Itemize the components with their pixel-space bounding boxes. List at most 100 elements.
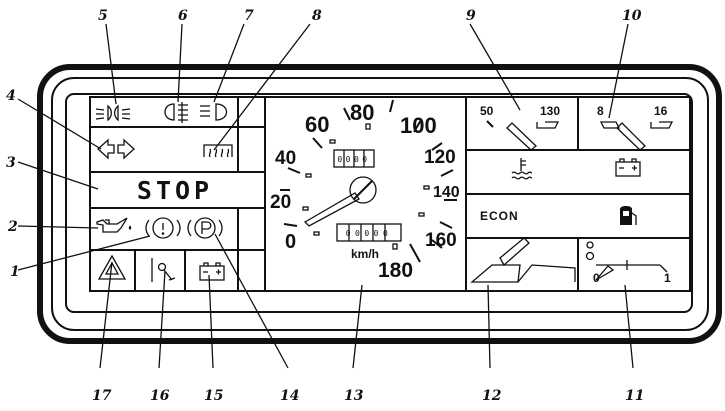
speedometer: 0 20 40 60 80 100 120 140 160 180 0000 0…: [270, 97, 467, 291]
speed-label-140: 140: [433, 184, 460, 201]
callout-3: 3: [6, 155, 16, 171]
speed-minor-tick-3: [329, 139, 336, 144]
speed-tick-90: [389, 99, 394, 113]
right-gauge-block: 50 130 8 16 ECON: [466, 97, 690, 291]
speed-minor-tick-4: [365, 123, 371, 130]
temp-gauge-max-mark: [536, 121, 560, 129]
speed-minor-tick-2: [305, 173, 312, 178]
speed-minor-tick-1: [302, 206, 309, 211]
left-warning-block: STOP: [90, 97, 266, 291]
oil-pressure-icon: [96, 217, 132, 233]
speed-tick-50: [312, 137, 323, 149]
speed-label-80: 80: [350, 100, 374, 125]
parking-brake-icon: [187, 217, 223, 239]
temp-gauge-min-label: 50: [480, 104, 494, 118]
economy-gauge-high-zone: [517, 264, 576, 283]
speed-tick-110: [413, 119, 422, 133]
shift-indicator-needle: [595, 265, 615, 281]
speed-label-180: 180: [378, 259, 413, 282]
shift-indicator-end-mark: [659, 264, 668, 273]
callout-16: 16: [150, 388, 170, 404]
speedometer-needle: [303, 176, 377, 227]
speed-tick-160: [431, 239, 443, 249]
callout-9: 9: [466, 8, 476, 24]
speed-tick-120: [431, 142, 443, 151]
trip-counter-digits: 0000: [337, 155, 370, 164]
speed-label-120: 120: [424, 147, 456, 168]
shift-indicator-one: 1: [664, 271, 671, 285]
economy-gauge: [470, 237, 576, 283]
speed-tick-0: [283, 223, 298, 227]
speed-minor-tick-8: [313, 231, 320, 236]
temp-gauge-min-mark: [486, 120, 494, 128]
shift-indicator-lamp: [585, 251, 595, 261]
speed-unit-label: km/h: [351, 247, 379, 261]
speed-label-60: 60: [305, 112, 329, 137]
odometer-digits: 00000: [346, 229, 393, 238]
temp-gauge-max-label: 130: [540, 104, 560, 118]
callout-15: 15: [204, 388, 223, 404]
callout-13: 13: [344, 388, 364, 404]
speed-tick-150: [439, 221, 453, 229]
speed-minor-tick-6: [418, 212, 425, 217]
speed-minor-tick-5: [423, 185, 430, 190]
speed-tick-170: [409, 243, 421, 263]
panel-outer-frame: [37, 64, 722, 344]
turn-signal-icon: [97, 138, 135, 160]
trip-counter: [333, 149, 375, 168]
fuel-gauge-min-mark: [599, 121, 621, 129]
fuel-gauge-max-label: 16: [654, 104, 668, 118]
callout-5: 5: [98, 8, 108, 24]
callout-14: 14: [280, 388, 299, 404]
hazard-icon: [97, 254, 127, 280]
shift-indicator: 0 1: [585, 241, 671, 285]
econ-label: ECON: [480, 209, 519, 223]
callout-1: 1: [10, 264, 20, 280]
panel-bezel: [65, 93, 693, 313]
callout-leaders: [17, 23, 634, 369]
coolant-temp-icon: [511, 158, 533, 180]
temperature-gauge: 50 130: [480, 104, 560, 151]
callout-10: 10: [622, 8, 642, 24]
choke-icon: [151, 258, 176, 282]
callout-17: 17: [92, 388, 112, 404]
brake-warning-icon: [145, 217, 181, 239]
speed-tick-130: [440, 169, 454, 177]
callout-2: 2: [7, 219, 18, 235]
speed-label-100: 100: [400, 113, 437, 138]
panel-inner-frame: [51, 77, 709, 331]
temp-gauge-needle: [506, 122, 537, 151]
speed-tick-70: [343, 107, 351, 121]
speed-label-0: 0: [285, 231, 296, 253]
high-beam-icon: [200, 103, 228, 121]
callout-8: 8: [312, 8, 322, 24]
rear-foglight-icon: [164, 102, 188, 123]
fuel-icon: [620, 206, 637, 225]
sidelight-icon: [95, 104, 131, 122]
odometer: [336, 223, 402, 242]
battery-charge-icon: [615, 158, 641, 177]
callout-6: 6: [178, 8, 188, 24]
fuel-gauge-min-label: 8: [597, 104, 604, 118]
callout-numbers: 1 2 3 4 5 6 7 8 9 10 11 12 13 14 15 16 1…: [6, 8, 644, 404]
callout-4: 4: [6, 88, 16, 104]
callout-11: 11: [625, 388, 644, 404]
fuel-gauge-max-mark: [650, 121, 674, 129]
stop-warning-text: STOP: [137, 176, 213, 205]
speed-minor-tick-7: [392, 243, 398, 250]
fuel-gauge: 8 16: [597, 104, 674, 151]
shift-indicator-zero: 0: [593, 271, 600, 285]
callout-12: 12: [482, 388, 502, 404]
speed-tick-30: [287, 167, 301, 174]
speed-label-160: 160: [425, 230, 457, 251]
economy-gauge-low-zone: [470, 264, 521, 283]
battery-icon: [199, 262, 225, 281]
economy-gauge-needle: [499, 237, 530, 267]
speed-label-20: 20: [270, 192, 291, 213]
callout-7: 7: [244, 8, 254, 24]
fuel-gauge-needle: [616, 122, 646, 151]
speed-label-40: 40: [275, 148, 296, 169]
shift-indicator-top-dot: [586, 241, 594, 249]
rear-window-heater-icon: [203, 144, 233, 158]
